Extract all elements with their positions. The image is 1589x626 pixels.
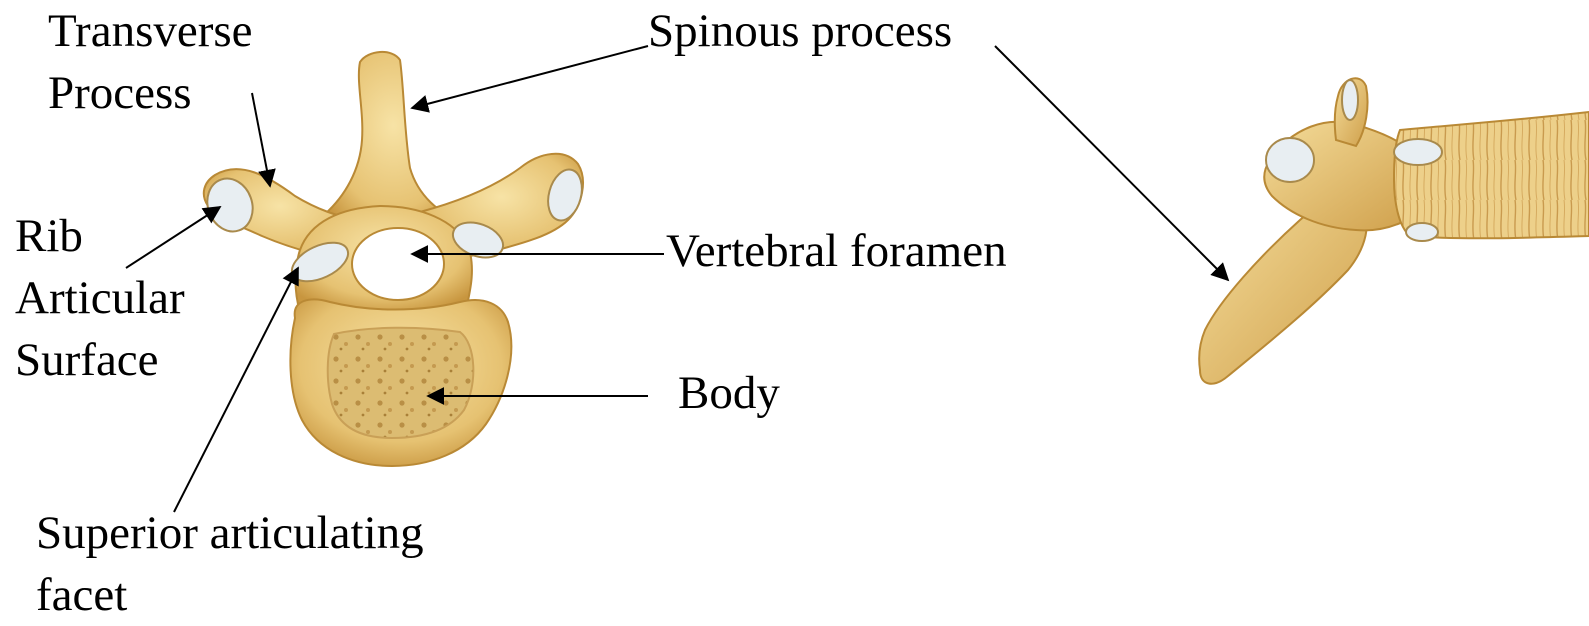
label-rib-articular-surface: Rib Articular Surface xyxy=(15,205,185,391)
label-rib-articular-surface-line1: Rib xyxy=(15,205,185,267)
label-body-text: Body xyxy=(678,362,780,424)
label-vertebral-foramen-text: Vertebral foramen xyxy=(666,220,1007,282)
label-vertebral-foramen: Vertebral foramen xyxy=(666,220,1007,282)
label-body: Body xyxy=(678,362,780,424)
arrow-spinous-process-superior xyxy=(412,46,648,108)
lateral-costal-facet-lower-shape xyxy=(1406,223,1438,241)
label-superior-articulating-facet: Superior articulating facet xyxy=(36,502,424,626)
body-cancellous-surface xyxy=(328,328,474,438)
lateral-transverse-facet-shape xyxy=(1266,138,1314,182)
arrow-superior-articulating-facet xyxy=(174,268,298,512)
label-superior-articulating-facet-line1: Superior articulating xyxy=(36,502,424,564)
arrow-spinous-process-lateral xyxy=(995,46,1228,280)
label-rib-articular-surface-line2: Articular xyxy=(15,267,185,329)
lateral-superior-facet-shape xyxy=(1342,80,1358,120)
lateral-costal-facet-upper-shape xyxy=(1394,139,1442,165)
label-superior-articulating-facet-line2: facet xyxy=(36,564,424,626)
label-spinous-process-text: Spinous process xyxy=(648,0,952,62)
lateral-body-shape xyxy=(1394,112,1589,238)
label-spinous-process: Spinous process xyxy=(648,0,952,62)
label-transverse-process: Transverse Process xyxy=(48,0,253,124)
vertebra-superior-view xyxy=(200,52,587,466)
label-rib-articular-surface-line3: Surface xyxy=(15,329,185,391)
label-transverse-process-line1: Transverse xyxy=(48,0,253,62)
label-transverse-process-line2: Process xyxy=(48,62,253,124)
vertebral-foramen-shape xyxy=(352,228,444,300)
vertebra-lateral-view xyxy=(1199,78,1589,383)
